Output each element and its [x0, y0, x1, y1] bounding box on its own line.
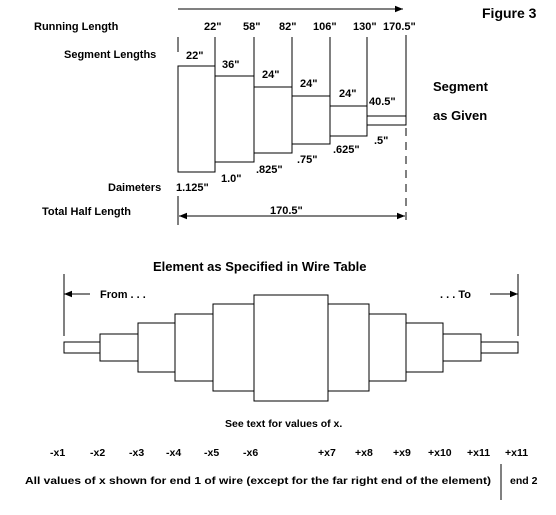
diameter-value: .825": [256, 164, 283, 176]
tube-section-2: [214, 75, 255, 163]
figure-label: Figure 3: [482, 5, 537, 21]
x-value: -x1: [50, 447, 65, 459]
segment-lengths-label: Segment Lengths: [64, 49, 156, 61]
bottom-full-element: Element as Specified in Wire Table From …: [25, 259, 538, 500]
diameter-value: .5": [374, 135, 388, 147]
x-value: +x7: [318, 447, 336, 459]
x-value: -x5: [204, 447, 219, 459]
diameter-value: .625": [333, 144, 360, 156]
tube-section-3: [253, 86, 293, 154]
element-tube-section: [137, 322, 176, 373]
tube-section-5: [329, 105, 368, 137]
element-tube-section: [63, 341, 101, 354]
x-value: -x2: [90, 447, 105, 459]
diameters-label: Daimeters: [108, 182, 161, 194]
element-tube-section: [368, 313, 407, 382]
running-length-value: 170.5": [383, 21, 416, 33]
top-stepped-segment: Running Length 22" 58" 82" 106" 130" 170…: [34, 5, 489, 225]
segment-length-value: 24": [262, 69, 279, 81]
element-tube-section: [327, 303, 370, 392]
running-length-value: 58": [243, 21, 260, 33]
segment-length-value: 22": [186, 50, 203, 62]
segment-length-value: 24": [300, 78, 317, 90]
x-value: +x11: [467, 447, 490, 459]
element-tube-section: [480, 341, 519, 354]
tube-section-6: [366, 115, 407, 126]
from-label: From . . .: [100, 289, 146, 301]
x-value: -x4: [166, 447, 181, 459]
x-value: +x10: [428, 447, 452, 459]
element-tube-section: [212, 303, 255, 392]
x-value: +x8: [355, 447, 373, 459]
segment-length-value: 24": [339, 88, 356, 100]
total-half-length-label: Total Half Length: [42, 206, 131, 218]
element-tube-center: [253, 294, 329, 402]
x-value: -x6: [243, 447, 258, 459]
running-length-value: 82": [279, 21, 296, 33]
x-value: -x3: [129, 447, 144, 459]
tube-section-4: [291, 95, 331, 145]
wire-table-title: Element as Specified in Wire Table: [153, 259, 366, 274]
running-length-value: 130": [353, 21, 377, 33]
element-tube-section: [174, 313, 214, 382]
running-length-label: Running Length: [34, 21, 119, 33]
x-values-note: See text for values of x.: [225, 418, 342, 430]
running-length-value: 22": [204, 21, 221, 33]
segment-length-value: 36": [222, 59, 239, 71]
x-value: +x9: [393, 447, 411, 459]
footer-end-label: end 2: [510, 475, 538, 487]
running-length-value: 106": [313, 21, 337, 33]
segment-caption: Segment: [433, 79, 489, 94]
diameter-value: .75": [297, 154, 318, 166]
diameter-value: 1.0": [221, 173, 242, 185]
to-label: . . . To: [440, 289, 471, 301]
element-tube-section: [405, 322, 444, 373]
element-tube-section: [442, 333, 482, 362]
segment-length-value: 40.5": [369, 96, 396, 108]
segment-caption: as Given: [433, 108, 487, 123]
footer-text: All values of x shown for end 1 of wire …: [25, 475, 491, 487]
tube-section-1: [177, 65, 216, 173]
total-half-length-value: 170.5": [270, 205, 303, 217]
diameter-value: 1.125": [176, 182, 209, 194]
x-value: +x11: [505, 447, 528, 459]
element-tube-section: [99, 333, 139, 362]
